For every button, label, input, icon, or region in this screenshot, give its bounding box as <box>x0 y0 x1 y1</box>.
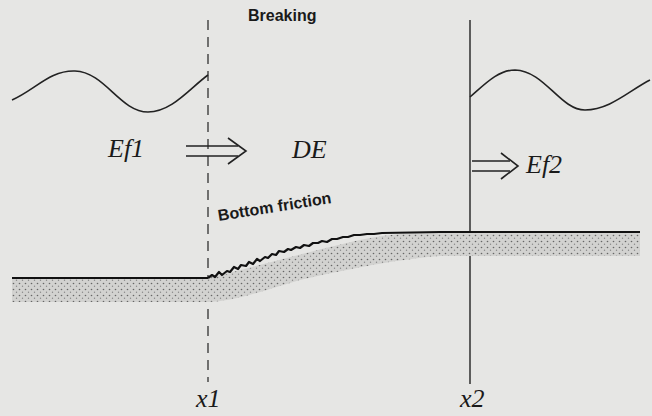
symbol-label: x2 <box>460 386 485 412</box>
symbol-label: x1 <box>196 386 221 412</box>
annotation: Bottom friction <box>217 190 333 224</box>
section-line <box>207 20 208 382</box>
symbol-label: DE <box>292 137 327 163</box>
annotation: Breaking <box>248 8 316 24</box>
symbol-label: Ef2 <box>526 152 562 178</box>
outgoing-wave <box>470 70 650 110</box>
section-line <box>469 20 470 384</box>
rough-bed-surface <box>208 232 640 278</box>
sea-bed <box>12 232 640 302</box>
flux-arrow <box>186 138 246 164</box>
flux-arrow <box>472 153 518 179</box>
symbol-label: Ef1 <box>108 136 144 162</box>
bed-surface <box>12 277 208 279</box>
incoming-wave <box>12 71 208 112</box>
